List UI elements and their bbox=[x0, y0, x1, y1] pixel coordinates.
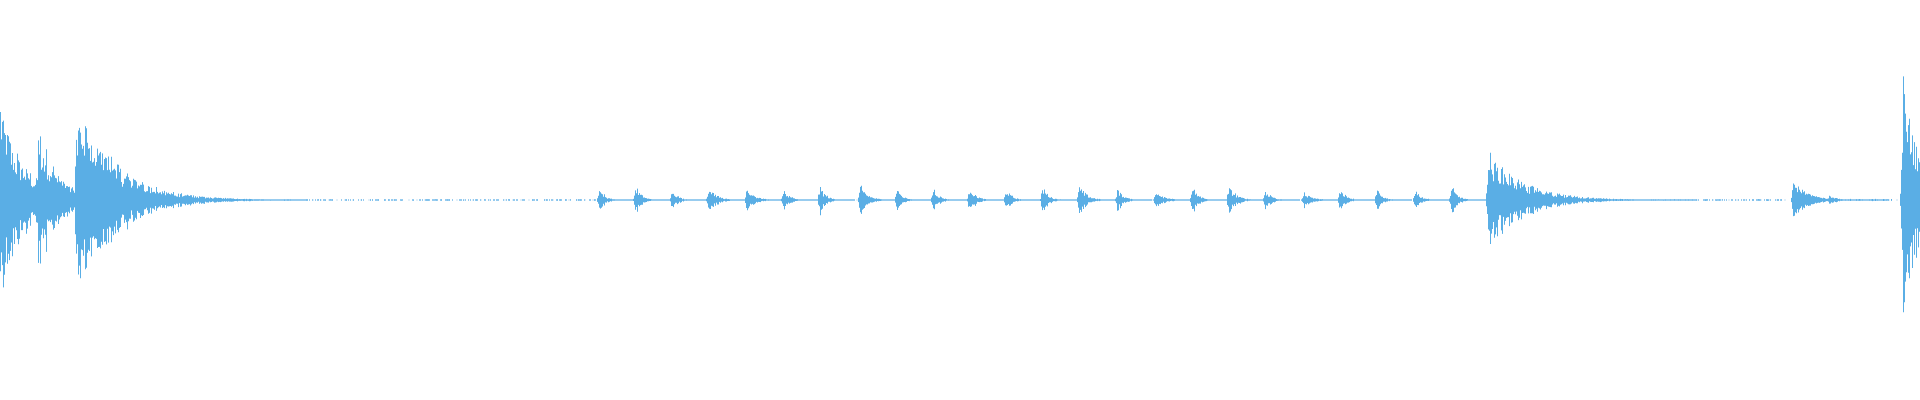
waveform-samples bbox=[0, 76, 1920, 313]
waveform-path bbox=[0, 76, 1920, 313]
